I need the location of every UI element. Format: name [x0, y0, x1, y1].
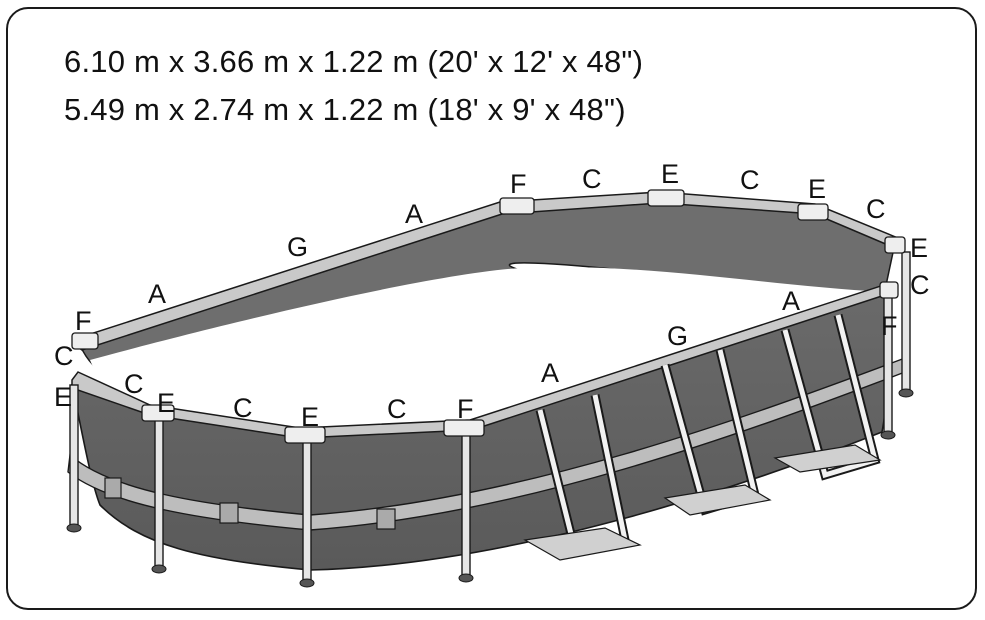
label-g: G [667, 321, 688, 351]
label-a: A [541, 358, 559, 388]
rail-connectors [71, 189, 906, 444]
leg-feet [66, 388, 914, 588]
label-c: C [124, 369, 144, 399]
label-c: C [740, 165, 760, 195]
part-labels: F C E C E C E C F A G A F C E C E C E C … [54, 159, 930, 432]
label-c: C [387, 394, 407, 424]
pool-floor [90, 267, 885, 432]
label-e: E [808, 174, 826, 204]
label-f: F [457, 394, 474, 424]
label-e: E [661, 159, 679, 189]
strap-buckle [104, 477, 122, 499]
label-c: C [866, 194, 886, 224]
label-c: C [910, 270, 930, 300]
label-a: A [148, 279, 166, 309]
label-a: A [405, 199, 423, 229]
label-f: F [510, 169, 527, 199]
label-e: E [54, 382, 72, 412]
label-c: C [582, 164, 602, 194]
dimension-line-1: 6.10 m x 3.66 m x 1.22 m (20' x 12' x 48… [64, 44, 644, 79]
ladder-steps [523, 444, 882, 561]
label-c: C [54, 341, 74, 371]
label-a: A [782, 286, 800, 316]
diagram-frame [6, 7, 977, 610]
label-f: F [75, 306, 92, 336]
label-f: F [881, 311, 898, 341]
label-e: E [910, 233, 928, 263]
label-e: E [301, 402, 319, 432]
strap-buckle [219, 502, 239, 524]
label-c: C [233, 393, 253, 423]
label-e: E [157, 388, 175, 418]
label-g: G [287, 232, 308, 262]
dimension-line-2: 5.49 m x 2.74 m x 1.22 m (18' x 9' x 48"… [64, 92, 626, 127]
strap-buckle [376, 508, 396, 530]
